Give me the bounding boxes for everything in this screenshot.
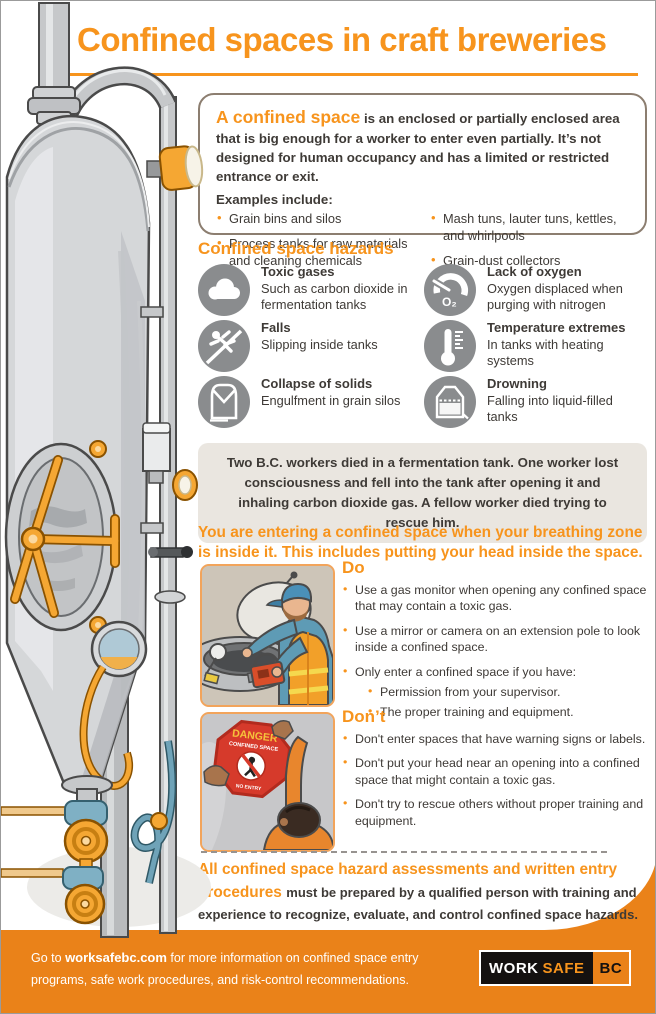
sign-no-entry-text: NO ENTRY xyxy=(235,783,262,792)
hazard-title: Collapse of solids xyxy=(261,376,373,391)
do-item: Only enter a confined space if you have:… xyxy=(342,663,648,721)
falling-person-icon xyxy=(198,320,250,372)
example-item: Grain bins and silos xyxy=(216,210,412,228)
do-item: Use a gas monitor when opening any confi… xyxy=(342,581,648,615)
dont-section: Don’t Don't enter spaces that have warni… xyxy=(342,707,648,837)
footer-text: Go to worksafebc.com for more informatio… xyxy=(31,947,443,992)
page-title: Confined spaces in craft breweries xyxy=(77,21,607,58)
hazard-lack-of-oxygen: O₂ Lack of oxygen Oxygen displaced when … xyxy=(424,264,650,320)
hazard-title: Lack of oxygen xyxy=(487,264,582,279)
footer-website: worksafebc.com xyxy=(65,950,167,965)
hazard-desc: Slipping inside tanks xyxy=(261,337,378,352)
intro-paragraph: A confined space is an enclosed or parti… xyxy=(216,105,631,186)
gas-monitor-illustration xyxy=(202,566,333,705)
danger-sign-illustration: DANGER CONFINED SPACE NO ENTRY xyxy=(202,714,333,850)
examples-column-2: Mash tuns, lauter tuns, kettles, and whi… xyxy=(430,210,630,277)
dont-item: Don't enter spaces that have warning sig… xyxy=(342,730,648,747)
fatality-note: Two B.C. workers died in a fermentation … xyxy=(198,443,647,543)
hazard-collapse-of-solids: Collapse of solids Engulfment in grain s… xyxy=(198,376,424,432)
hazard-title: Toxic gases xyxy=(261,264,335,279)
logo-black-panel: Work Safe xyxy=(481,952,593,984)
logo-work-text: Work xyxy=(489,959,539,977)
hazard-temperature-extremes: Temperature extremes In tanks with heati… xyxy=(424,320,650,376)
examples-column-1: Grain bins and silos Process tanks for r… xyxy=(216,210,412,277)
logo-bc-panel: BC xyxy=(592,952,630,984)
hazard-desc: Falling into liquid-filled tanks xyxy=(487,393,613,424)
dont-heading: Don’t xyxy=(342,707,386,726)
intro-lead-rest: is an enclosed or partially enclosed are… xyxy=(216,111,620,184)
dont-photo: DANGER CONFINED SPACE NO ENTRY xyxy=(200,712,335,852)
intro-lead: A confined space xyxy=(216,107,361,127)
hazard-title: Falls xyxy=(261,320,291,335)
example-item: Grain-dust collectors xyxy=(430,252,630,270)
do-heading: Do xyxy=(342,558,365,577)
breathing-zone-statement: You are entering a confined space when y… xyxy=(198,524,643,562)
intro-box: A confined space is an enclosed or parti… xyxy=(198,93,647,268)
do-section: Do Use a gas monitor when opening any co… xyxy=(342,558,648,728)
do-item-lead: Only enter a confined space if you have: xyxy=(355,664,577,679)
example-item: Process tanks for raw materials and clea… xyxy=(216,235,412,269)
examples-label: Examples include: xyxy=(216,192,333,208)
hazards-heading: Confined space hazards xyxy=(198,239,394,258)
dashed-divider xyxy=(201,851,607,853)
logo-safe-text: Safe xyxy=(542,959,585,977)
closing-lead: All confined space hazard assessments an… xyxy=(198,861,618,901)
closing-statement: All confined space hazard assessments an… xyxy=(198,859,640,927)
footer-text-prefix: Go to xyxy=(31,951,62,965)
do-photo xyxy=(200,564,335,707)
dont-item: Don't put your head near an opening into… xyxy=(342,754,648,788)
hazard-drowning: Drowning Falling into liquid-filled tank… xyxy=(424,376,650,432)
dont-item: Don't try to rescue others without prope… xyxy=(342,795,648,829)
grain-silo-icon xyxy=(198,376,250,428)
oxygen-gauge-icon: O₂ xyxy=(424,264,476,316)
hazard-falls: Falls Slipping inside tanks xyxy=(198,320,424,376)
do-item: Use a mirror or camera on an extension p… xyxy=(342,622,648,656)
do-subitem: The proper training and equipment. xyxy=(368,703,648,720)
do-subitem: Permission from your supervisor. xyxy=(368,683,648,700)
sign-danger-text: DANGER xyxy=(231,727,278,745)
hazard-desc: Engulfment in grain silos xyxy=(261,393,401,408)
closing-rest: must be prepared by a qualified person w… xyxy=(198,884,638,923)
hazard-desc: Oxygen displaced when purging with nitro… xyxy=(487,281,623,312)
example-item: Mash tuns, lauter tuns, kettles, and whi… xyxy=(430,210,630,244)
oxygen-icon-label: O₂ xyxy=(442,295,457,309)
hazard-title: Drowning xyxy=(487,376,547,391)
footer-text-suffix: for more information on confined space e… xyxy=(31,951,419,987)
thermometer-icon xyxy=(424,320,476,372)
hazards-grid: Toxic gases Such as carbon dioxide in fe… xyxy=(198,264,650,432)
hazard-title: Temperature extremes xyxy=(487,320,626,335)
toxic-gas-cloud-icon xyxy=(198,264,250,316)
liquid-tank-icon xyxy=(424,376,476,428)
hazard-desc: Such as carbon dioxide in fermentation t… xyxy=(261,281,408,312)
title-rule xyxy=(56,73,638,76)
hazard-toxic-gases: Toxic gases Such as carbon dioxide in fe… xyxy=(198,264,424,320)
worksafebc-logo: Work Safe BC xyxy=(479,950,632,986)
hazard-desc: In tanks with heating systems xyxy=(487,337,604,368)
